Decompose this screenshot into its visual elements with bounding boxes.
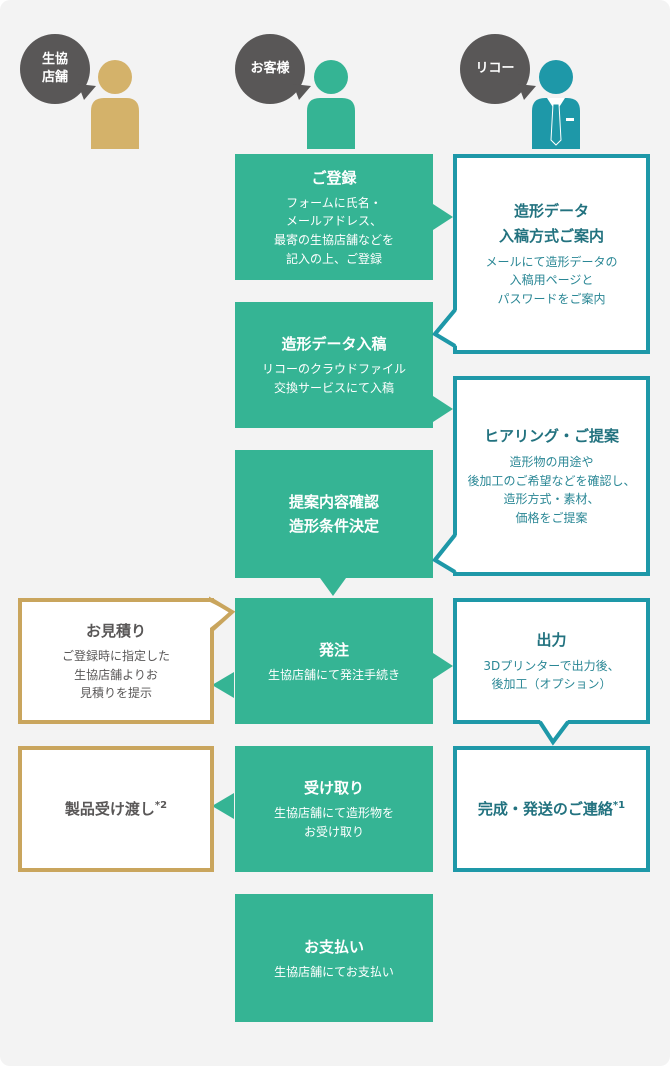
step-hearing-title: ヒアリング・ご提案 [483,427,619,446]
actor-coop-bubble: 生協 店舗 [20,34,90,104]
step-complete: 完成・発送のご連絡*1 [453,746,650,872]
step-guide-desc: メールにて造形データの 入稿用ページと パスワードをご案内 [485,254,618,307]
step-guide-title: 造形データ 入稿方式ご案内 [498,202,604,246]
step-receive: 受け取り 生協店舗にて造形物を お受け取り [235,746,433,872]
step-order-title: 発注 [318,640,349,659]
step-payment-desc: 生協店舗にてお支払い [274,964,394,979]
step-output: 出力 3Dプリンターで出力後、 後加工（オプション） [453,598,650,724]
step-guide: 造形データ 入稿方式ご案内 メールにて造形データの 入稿用ページと パスワードを… [453,154,650,354]
step-upload: 造形データ入稿 リコーのクラウドファイル 交換サービスにて入稿 [235,302,433,428]
step-upload-desc: リコーのクラウドファイル 交換サービスにて入稿 [261,362,406,395]
step-confirm: 提案内容確認 造形条件決定 [235,450,433,578]
step-order: 発注 生協店舗にて発注手続き [235,598,433,724]
step-confirm-title: 提案内容確認 造形条件決定 [288,493,379,535]
step-register-desc: フォームに氏名・ メールアドレス、 最寄の生協店舗などを 記入の上、ご登録 [273,195,394,266]
step-output-title: 出力 [536,631,567,650]
step-hearing-desc: 造形物の用途や 後加工のご希望などを確認し、 造形方式・素材、 価格をご提案 [467,455,636,525]
step-register-title: ご登録 [311,168,357,187]
step-estimate-title: お見積り [85,622,146,641]
step-upload-title: 造形データ入稿 [281,335,387,354]
step-register: ご登録 フォームに氏名・ メールアドレス、 最寄の生協店舗などを 記入の上、ご登… [235,154,433,280]
step-estimate: お見積り ご登録時に指定した 生協店舗よりお 見積りを提示 [18,598,214,724]
step-receive-title: 受け取り [303,779,364,798]
step-complete-title: 完成・発送のご連絡 [477,799,613,818]
step-complete-title-wrap: 完成・発送のご連絡*1 [478,797,625,822]
step-payment: お支払い 生協店舗にてお支払い [235,894,433,1022]
step-handover: 製品受け渡し*2 [18,746,214,872]
actor-customer-bubble: お客様 [235,34,305,104]
step-handover-mark: *2 [154,800,168,811]
step-order-desc: 生協店舗にて発注手続き [267,667,400,682]
actor-ricoh-bubble: リコー [460,34,530,104]
step-receive-desc: 生協店舗にて造形物を お受け取り [273,806,394,839]
step-estimate-desc: ご登録時に指定した 生協店舗よりお 見積りを提示 [61,649,170,701]
step-output-desc: 3Dプリンターで出力後、 後加工（オプション） [483,658,620,692]
step-payment-title: お支払い [303,937,364,956]
step-complete-mark: *1 [612,799,626,811]
step-handover-title: 製品受け渡し [64,800,155,818]
step-handover-title-wrap: 製品受け渡し*2 [65,797,167,821]
step-hearing: ヒアリング・ご提案 造形物の用途や 後加工のご希望などを確認し、 造形方式・素材… [453,376,650,576]
